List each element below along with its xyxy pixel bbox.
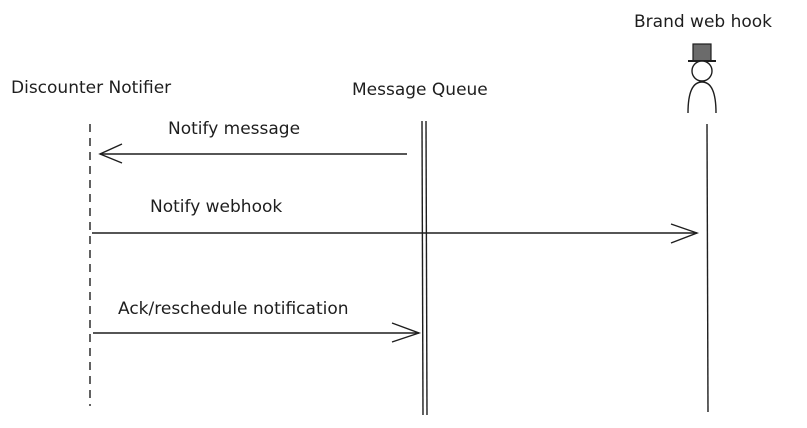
participant-label-message-queue: Message Queue — [352, 80, 488, 100]
message-label-notify-webhook: Notify webhook — [150, 197, 283, 217]
actor-top-hat-icon — [687, 43, 717, 114]
message-label-notify-message: Notify message — [168, 119, 301, 139]
message-label-ack-reschedule: Ack/reschedule notification — [118, 299, 349, 319]
arrow-ack-reschedule — [93, 322, 422, 343]
participant-label-discounter-notifier: Discounter Notifier — [11, 78, 172, 98]
arrow-notify-message — [98, 143, 407, 164]
lifeline-message-queue — [421, 120, 428, 416]
arrow-notify-webhook — [92, 223, 700, 244]
participant-label-brand-web-hook: Brand web hook — [634, 12, 773, 32]
lifeline-brand-web-hook — [706, 123, 709, 413]
